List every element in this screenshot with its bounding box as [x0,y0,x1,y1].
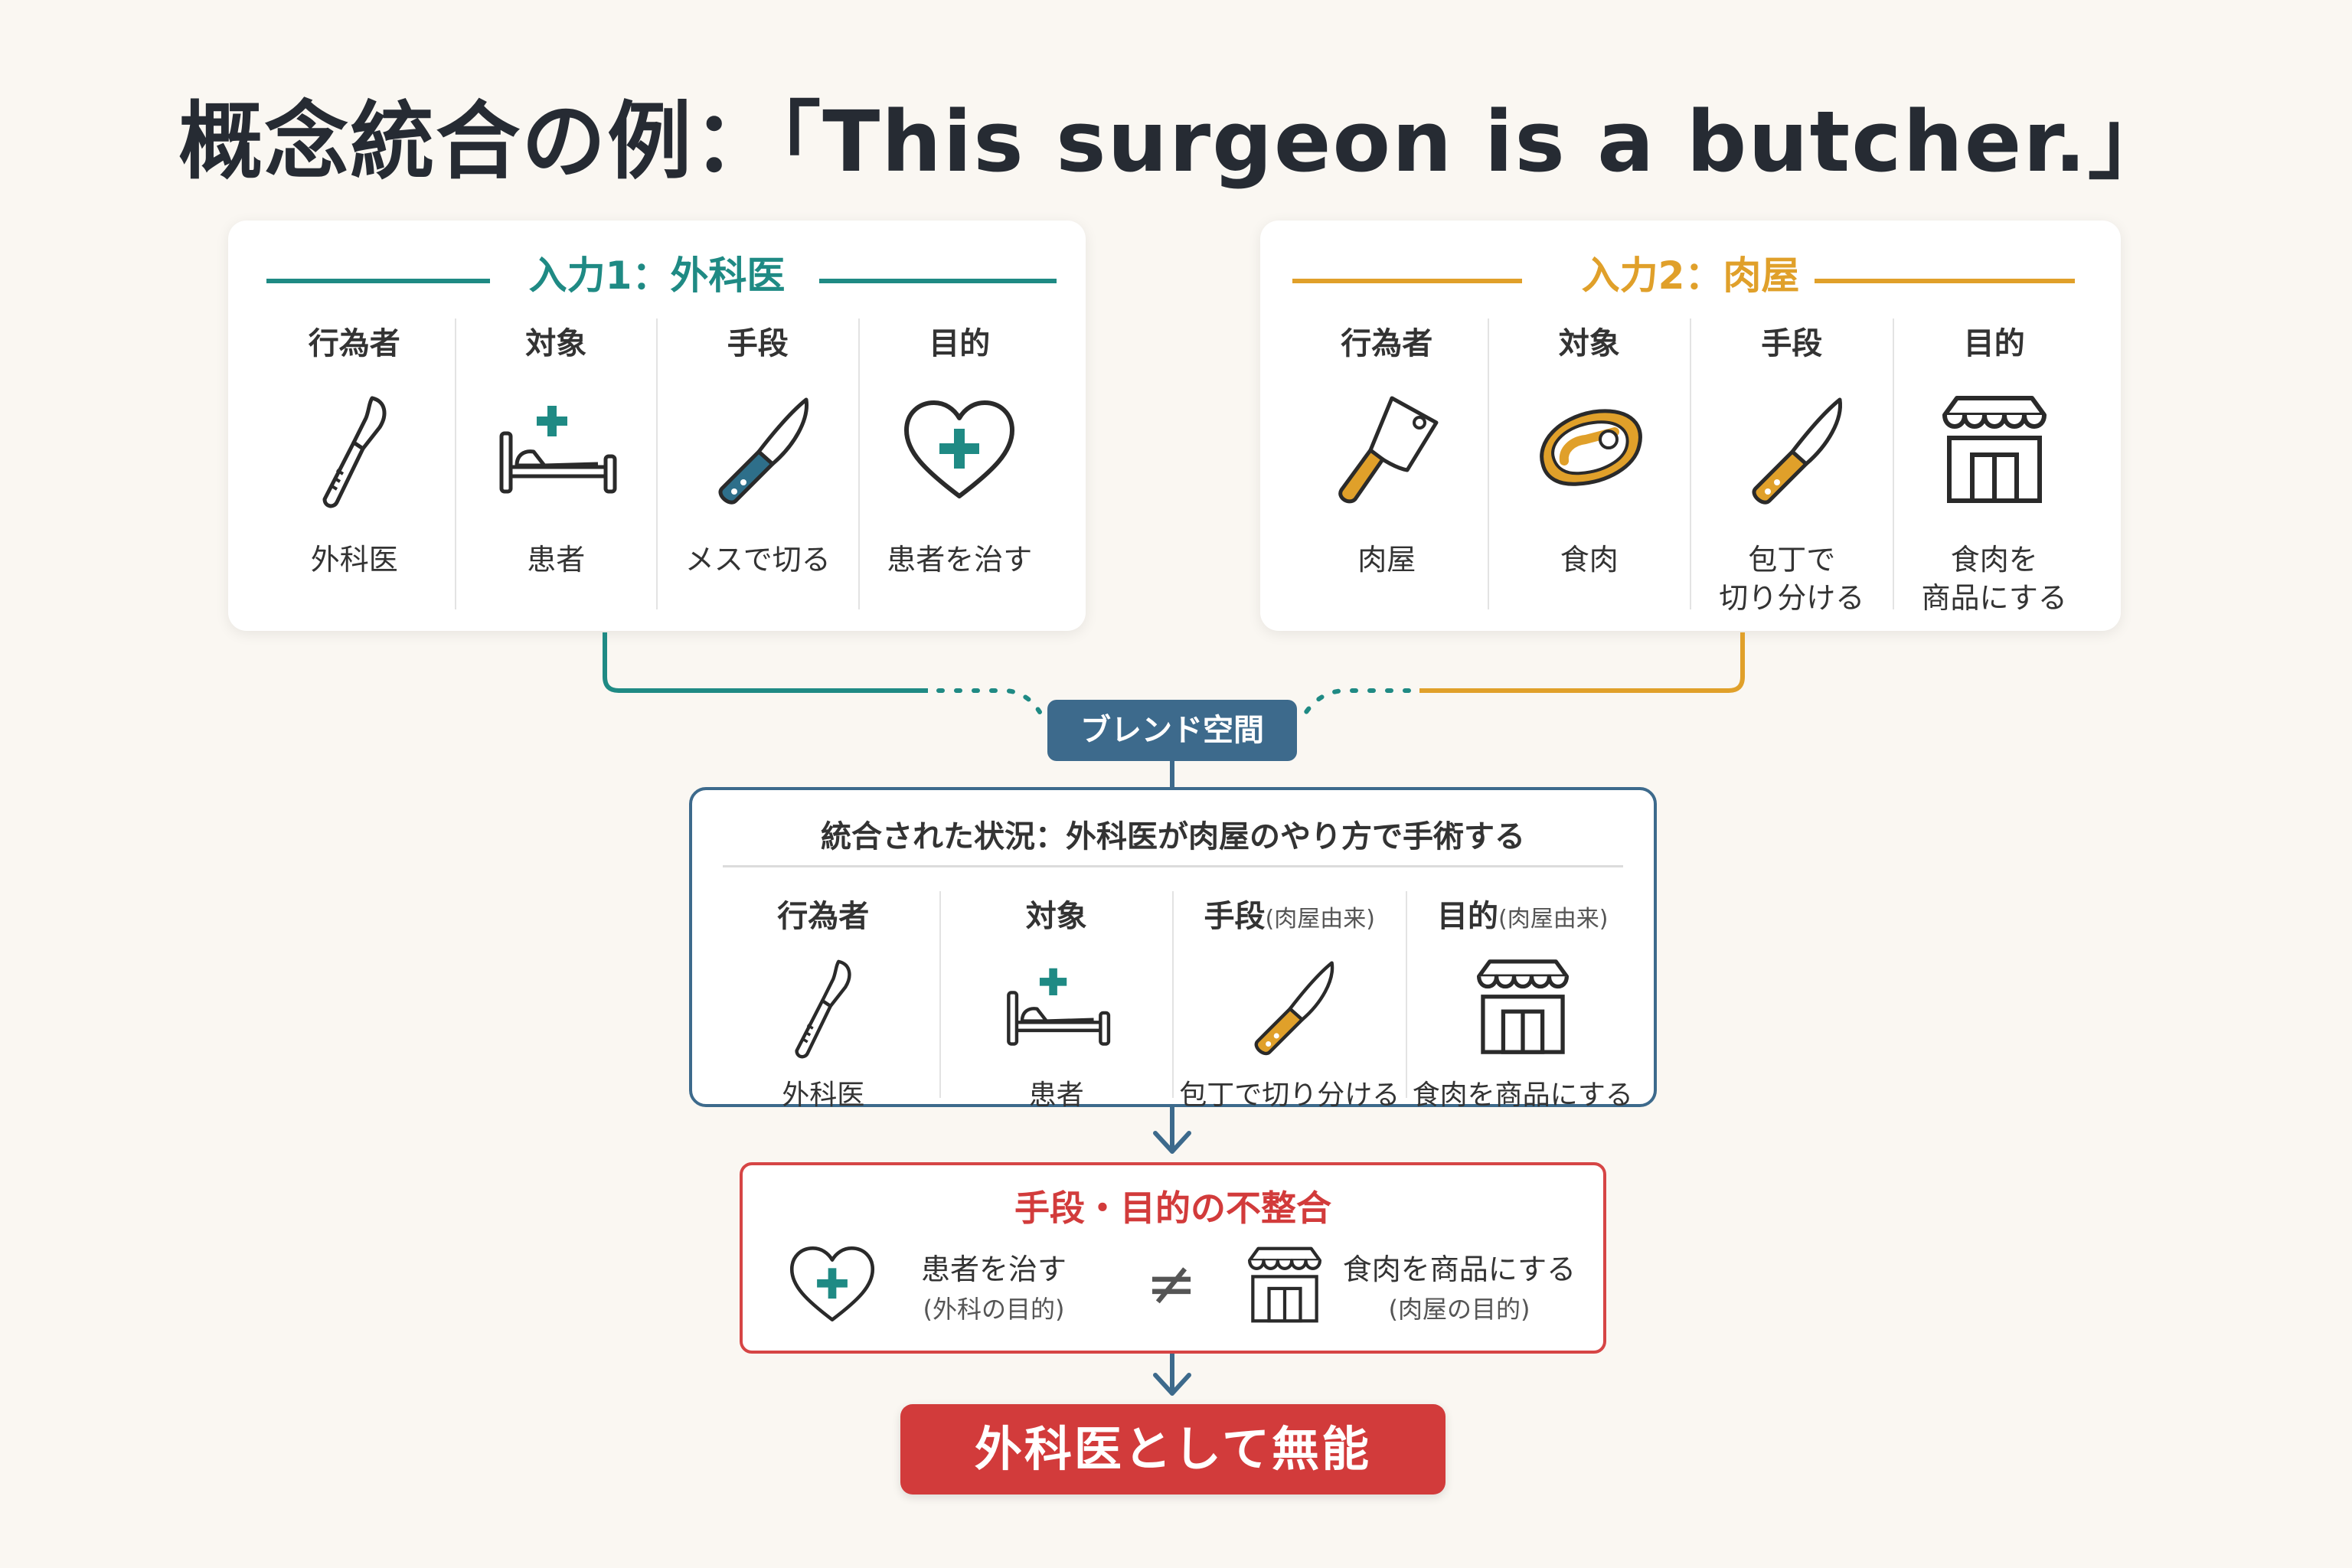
col-header: 手段(肉屋由来) [1174,891,1406,936]
heart-cross-icon [894,384,1024,514]
input2-col-goal: 目的 食肉を商品にする [1892,318,2096,615]
mismatch-left-sub: (外科の目的) [923,1295,1065,1324]
input2-header: 入力2：肉屋 [1260,245,2121,298]
knife-icon [693,384,823,514]
col-header: 行為者 [1341,326,1433,361]
col-header-text: 目的 [1437,899,1499,934]
shop-icon [1929,384,2060,514]
hospital-bed-icon [491,384,621,514]
connector-input2 [1419,632,1745,693]
col-header: 対象 [1025,899,1087,934]
hospital-bed-icon [999,949,1114,1064]
col-footer: メスで切る [684,543,831,577]
kitchen-knife-icon [1726,384,1857,514]
col-header: 目的(肉屋由来) [1407,891,1639,936]
col-footer: 食肉を商品にする [1894,541,2096,617]
col-header: 手段 [1761,326,1823,361]
blend-col-actor: 行為者 外科医 [707,891,939,1111]
mismatch-right-sub: (肉屋の目的) [1388,1295,1530,1324]
col-header: 目的 [1963,326,2025,361]
col-footer: 患者を治す [887,543,1033,577]
mismatch-left: 患者を治す (外科の目的) [894,1250,1093,1329]
input2-col-means: 手段 包丁で切り分ける [1690,318,1893,615]
input2-card: 入力2：肉屋 行為者 肉屋 対象 食肉 手段 包丁で切り分ける 目的 食肉を商品… [1260,220,2121,631]
col-header-sub: (肉屋由来) [1498,906,1609,933]
col-footer-line2: 商品にする [1921,581,2067,615]
col-footer: 食肉を商品にする [1412,1080,1633,1111]
blend-col-object: 対象 患者 [939,891,1173,1111]
col-footer: 食肉 [1560,543,1619,577]
input1-header-line-right [819,279,1057,283]
mismatch-title: 手段・目的の不整合 [1014,1187,1331,1229]
page-title: 概念統合の例：「This surgeon is a butcher.」 [178,93,2174,191]
col-header: 行為者 [777,899,870,934]
input1-card: 入力1：外科医 行為者 外科医 対象 患者 手段 メスで切る 目的 患者を治す [228,220,1086,631]
col-footer: 患者 [1028,1080,1084,1111]
input2-header-line-right [1815,279,2075,283]
mismatch-right: 食肉を商品にする (肉屋の目的) [1337,1250,1582,1329]
col-footer-line2: 切り分ける [1719,581,1865,615]
blend-space-label: ブレンド空間 [1047,700,1297,761]
col-header-sub: (肉屋由来) [1265,906,1375,933]
mismatch-left-text: 患者を治す [920,1253,1067,1286]
connector-input1 [603,632,928,693]
mismatch-right-text: 食肉を商品にする [1342,1253,1576,1286]
arrow-mismatch-to-result [1153,1351,1191,1396]
col-header: 行為者 [308,326,400,361]
input1-columns: 行為者 外科医 対象 患者 手段 メスで切る 目的 患者を治す [254,318,1060,609]
col-footer-line1: 食肉を [1950,543,2038,577]
input2-col-object: 対象 食肉 [1487,318,1690,609]
col-header: 対象 [525,326,587,361]
input1-label: 入力1：外科医 [528,253,786,298]
col-header: 手段 [727,326,789,361]
blend-divider [723,865,1623,867]
shop-icon [1465,949,1580,1064]
blend-col-means: 手段(肉屋由来) 包丁で切り分ける [1172,891,1406,1111]
col-footer: 包丁で切り分ける [1691,541,1893,617]
heart-cross-icon [782,1234,882,1334]
not-equal-symbol: ≠ [1145,1248,1197,1319]
input1-col-object: 対象 患者 [454,318,657,609]
blend-title: 統合された状況：外科医が肉屋のやり方で手術する [821,819,1525,854]
input2-label: 入力2：肉屋 [1581,253,1800,298]
col-footer: 外科医 [782,1080,865,1111]
kitchen-knife-icon [1232,949,1347,1064]
input2-columns: 行為者 肉屋 対象 食肉 手段 包丁で切り分ける 目的 食肉を商品にする [1286,318,2096,615]
col-footer: 外科医 [310,543,398,577]
col-header-text: 手段 [1204,899,1266,934]
input2-col-actor: 行為者 肉屋 [1286,318,1488,609]
connector-input1-dots [936,688,1042,714]
scalpel-icon [289,384,420,514]
blend-columns: 行為者 外科医 対象 患者 手段(肉屋由来) 包丁で切り分ける 目的(肉屋由来)… [707,891,1639,1111]
input1-col-means: 手段 メスで切る [656,318,858,609]
shop-icon [1239,1239,1331,1331]
col-footer-line1: 包丁で [1748,543,1836,577]
meat-icon [1524,384,1655,514]
input1-col-goal: 目的 患者を治す [858,318,1060,609]
col-footer: 包丁で切り分ける [1179,1080,1400,1111]
input1-header-line-left [266,279,490,283]
connector-input2-dots [1304,688,1411,714]
col-header: 対象 [1558,326,1620,361]
cleaver-icon [1321,384,1452,514]
input1-col-actor: 行為者 外科医 [254,318,455,609]
col-footer: 肉屋 [1357,543,1416,577]
col-header: 目的 [929,326,991,361]
scalpel-icon [766,949,880,1064]
blend-col-goal: 目的(肉屋由来) 食肉を商品にする [1405,891,1639,1111]
input1-header: 入力1：外科医 [228,245,1086,298]
blend-card: 統合された状況：外科医が肉屋のやり方で手術する 行為者 外科医 対象 患者 手段… [689,787,1657,1111]
result-badge: 外科医として無能 [900,1404,1446,1494]
mismatch-card: 手段・目的の不整合 [740,1162,1606,1354]
col-footer: 患者 [527,543,586,577]
input2-header-line-left [1292,279,1522,283]
